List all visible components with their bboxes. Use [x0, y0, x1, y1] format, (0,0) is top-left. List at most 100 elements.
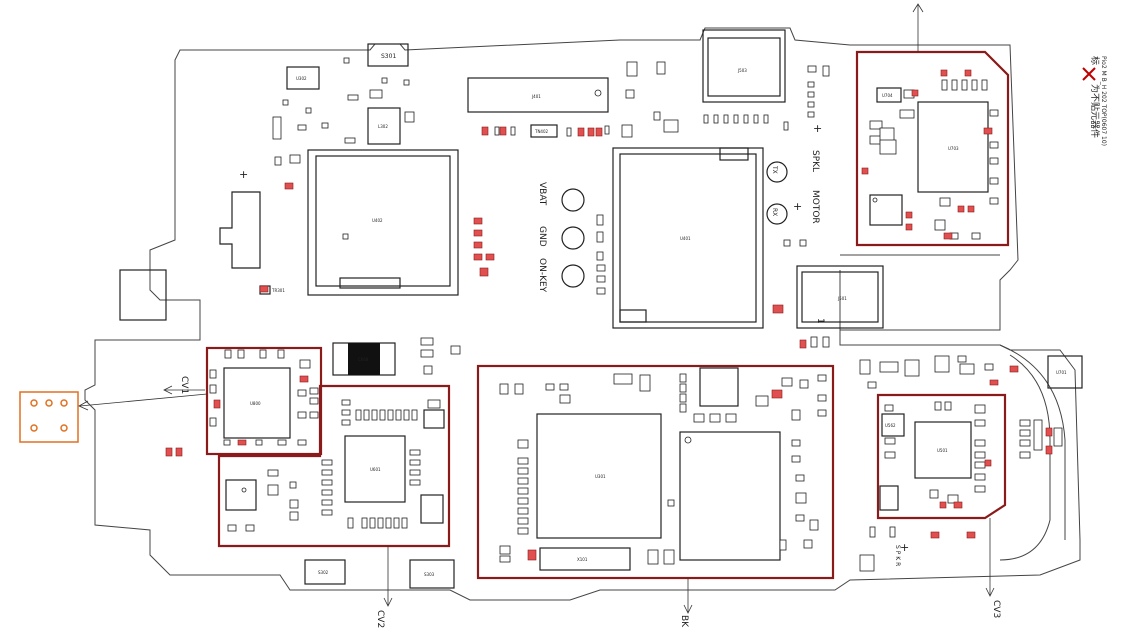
u562-chip: [881, 413, 905, 437]
plus-sign-3: +: [239, 168, 248, 181]
bk-region: [476, 364, 835, 580]
pad-cluster-right-top: [869, 79, 999, 240]
u402-shield-tab: [339, 277, 401, 289]
title-line-3: 为不贴元器件: [1089, 84, 1101, 138]
pad-cluster-j401: [494, 61, 830, 138]
cv1-pin-1: [30, 399, 38, 407]
plus-sign-1: +: [813, 122, 822, 135]
u402-label: U402: [372, 218, 383, 223]
mounting-slot: [119, 269, 167, 321]
cv1-pin-4: [30, 424, 38, 432]
s301-connector: [367, 43, 409, 67]
j401-connector: [467, 77, 609, 113]
spkr-label: S P K R: [894, 545, 901, 566]
u700-pin1: [872, 197, 878, 203]
cv2-region: [217, 384, 451, 548]
u401-shield-tab-top: [719, 147, 749, 161]
pad-cluster-bk: [499, 373, 827, 565]
u562-label: U562: [885, 423, 896, 428]
u703-label: U703: [948, 146, 959, 151]
title-line-2: 标: [1089, 56, 1101, 65]
u603-chip: [420, 494, 444, 524]
j501-label: J501: [837, 296, 847, 301]
s301-label: S301: [381, 53, 396, 60]
u301-label: U301: [595, 474, 606, 479]
tx-pad: [766, 161, 788, 183]
l302-label: L302: [378, 124, 388, 129]
u602-pin1: [241, 487, 247, 493]
s302-connector: [304, 559, 346, 585]
j501-connector: [796, 265, 884, 329]
rx-pad: [766, 203, 788, 225]
u703-chip: [917, 101, 989, 193]
u701-label: U701: [1056, 370, 1067, 375]
u501-label: U501: [937, 448, 948, 453]
s303-label: S303: [424, 572, 435, 577]
board-outline: [84, 27, 1081, 601]
cv2-label: CV2: [375, 610, 385, 628]
cv1-pin-3: [60, 399, 68, 407]
cv1-label: CV1: [179, 376, 189, 394]
u402-shield: [307, 149, 459, 296]
u810-chip: [423, 409, 445, 429]
u561-chip: [879, 485, 899, 511]
u302b-chip: [679, 431, 781, 561]
motor-label: MOTOR: [810, 190, 820, 224]
u701-chip: [1047, 355, 1083, 389]
u700-chip: [869, 194, 903, 226]
u401-shield-tab-bottom: [619, 309, 647, 323]
bk-label: BK: [679, 615, 689, 628]
rx-label: RX: [771, 208, 778, 216]
c668-label: C668: [358, 357, 369, 362]
spkl-label: SPKL: [810, 150, 820, 172]
vbat-label: VBAT: [537, 182, 547, 206]
s303-connector: [409, 559, 455, 589]
cv1-pin-2: [45, 399, 53, 407]
j503-connector: [702, 29, 786, 103]
u703-region: [855, 50, 1010, 247]
j401-pin1: [594, 89, 602, 97]
j401-label: J401: [531, 94, 541, 99]
s302-label: S302: [318, 570, 329, 575]
pad-cluster-cv2: [227, 399, 441, 532]
u704-label: U704: [882, 93, 893, 98]
tr301-label: TR301: [271, 288, 285, 293]
j503-inner: [707, 37, 781, 97]
j402-connector: [219, 191, 261, 269]
pad-cluster-cv3: [859, 355, 1063, 572]
x101-crystal: [539, 547, 631, 571]
x101-label: X101: [577, 557, 588, 562]
u303-chip: [699, 367, 739, 407]
tn402-label: TN402: [534, 129, 549, 134]
u302b-pin1: [684, 436, 692, 444]
pad-cluster-cv1: [209, 349, 319, 446]
leader-lines: [78, 3, 995, 614]
plus-sign-4: +: [900, 541, 909, 554]
l302-inductor: [367, 107, 401, 145]
u302-chip: [286, 66, 320, 90]
cv1-pin-5: [60, 424, 68, 432]
gnd-pad: [561, 226, 585, 250]
u402-shield-inner: [315, 155, 451, 287]
u401-label: U401: [680, 236, 691, 241]
vbat-pad: [561, 188, 585, 212]
u704-chip: [876, 87, 902, 103]
j501-pin-label: 1: [815, 318, 825, 324]
u401-shield: [612, 147, 764, 329]
u601-chip: [344, 435, 406, 503]
u302-label: U302: [296, 76, 307, 81]
u301-chip: [536, 413, 662, 539]
gnd-label: GND: [537, 226, 547, 247]
red-x-marker: [1082, 67, 1096, 81]
c668-body: [348, 343, 380, 375]
plus-sign-2: +: [793, 200, 802, 213]
tn402-part: [530, 124, 558, 138]
u501-chip: [914, 421, 972, 479]
u800-label: U800: [250, 401, 261, 406]
onkey-label: ON-KEY: [537, 258, 547, 293]
u601-label: U601: [370, 467, 381, 472]
onkey-pad: [561, 264, 585, 288]
tx-label: TX: [771, 165, 778, 174]
cv3-label: CV3: [991, 600, 1001, 618]
